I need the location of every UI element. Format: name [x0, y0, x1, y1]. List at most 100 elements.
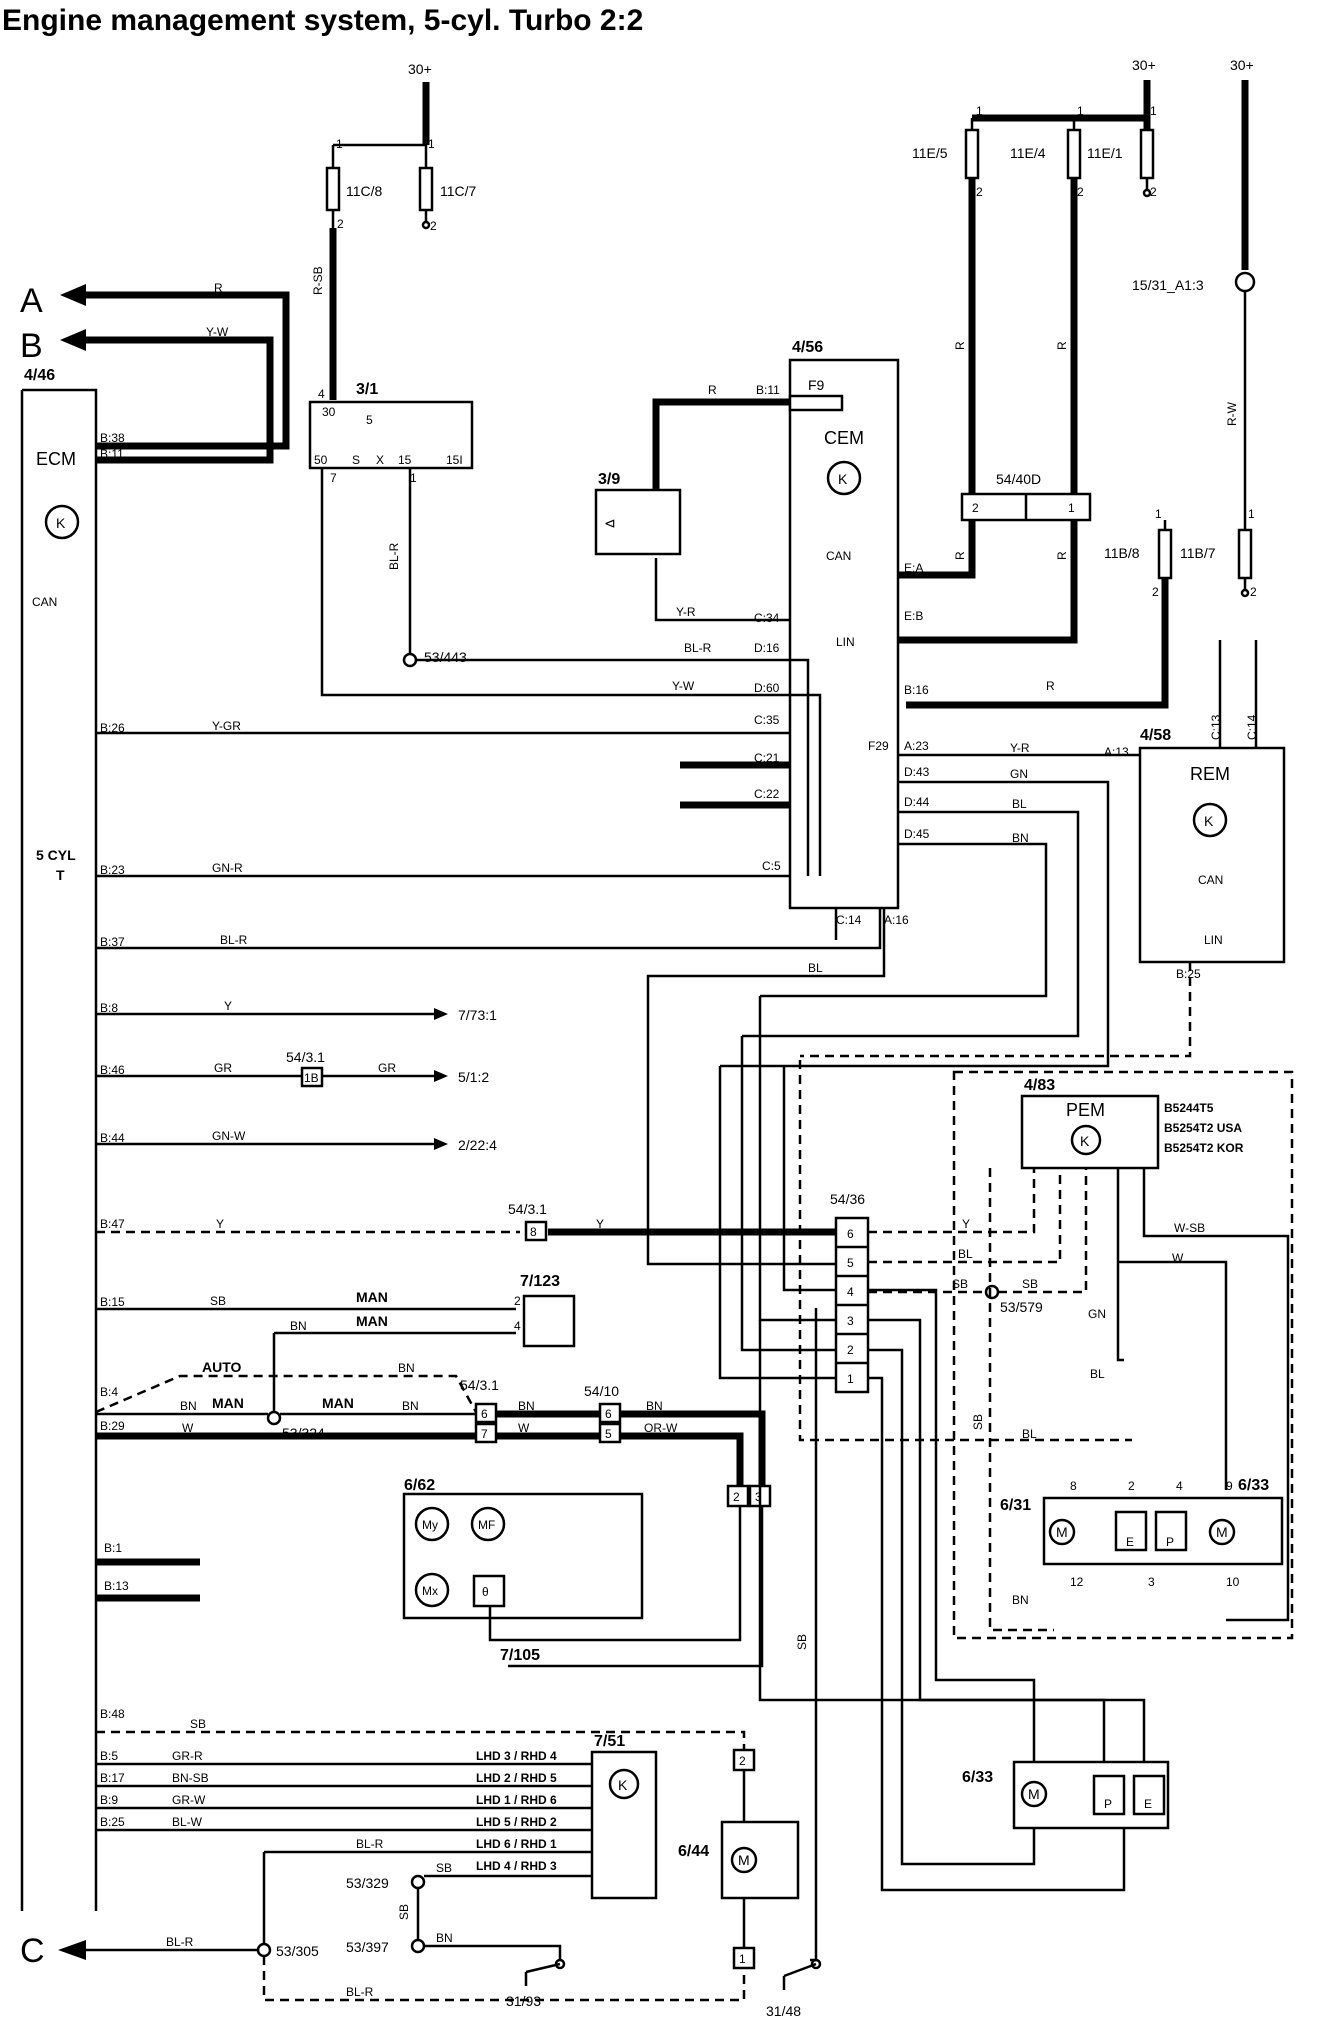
ecm-variant-1: 5 CYL [36, 847, 76, 863]
ref-c: C [20, 1932, 45, 1970]
svg-text:SB: SB [210, 1294, 226, 1308]
dest-2-22-4: 2/22:4 [458, 1137, 497, 1153]
svg-text:BL: BL [1022, 1427, 1037, 1441]
svg-text:53/305: 53/305 [276, 1943, 319, 1959]
ecm-can-label: CAN [32, 595, 57, 609]
connector-54-36: 54/36 6 5 4 3 2 1 Y BL 53/579 SB SB [718, 996, 1088, 1394]
svg-text:B5254T2 USA: B5254T2 USA [1164, 1121, 1242, 1135]
svg-text:Y: Y [216, 1217, 224, 1231]
svg-text:BN: BN [646, 1399, 663, 1413]
fuse-11e5: 11E/5 [912, 145, 948, 161]
svg-text:K: K [618, 1777, 628, 1793]
svg-text:30: 30 [322, 405, 336, 419]
svg-text:C:22: C:22 [754, 787, 780, 801]
svg-text:D:43: D:43 [904, 765, 930, 779]
cem-module-icon [826, 460, 862, 496]
svg-text:BL-R: BL-R [684, 641, 712, 655]
svg-text:4: 4 [318, 387, 325, 401]
svg-text:BN: BN [436, 1931, 453, 1945]
svg-text:GN-W: GN-W [212, 1129, 246, 1143]
cem-right-wires: Y-R GN BL BN BL R [646, 679, 1140, 1266]
ref-a: A [20, 282, 43, 320]
svg-text:LHD 6 / RHD 1: LHD 6 / RHD 1 [476, 1837, 557, 1851]
svg-text:MAN: MAN [322, 1395, 354, 1411]
svg-text:K: K [1080, 1133, 1090, 1149]
ecm-pin-b46: B:46 [100, 1063, 125, 1077]
svg-text:31/48: 31/48 [766, 2003, 801, 2019]
svg-text:2: 2 [514, 1294, 521, 1308]
svg-text:5: 5 [605, 1427, 612, 1441]
svg-text:Y-GR: Y-GR [212, 719, 241, 733]
svg-text:Y: Y [596, 1217, 604, 1231]
svg-text:1: 1 [336, 137, 343, 151]
svg-text:M: M [1028, 1786, 1040, 1802]
svg-text:5: 5 [366, 413, 373, 427]
lower-left-cluster: SB MAN 7/123 24 BN MAN 53/324 AUTO BN BN… [95, 1273, 772, 1668]
svg-text:7: 7 [330, 471, 337, 485]
ecm-pin-b9: B:9 [100, 1793, 118, 1807]
ecm-pin-b8: B:8 [100, 1001, 118, 1015]
twisted-pair-b1-b13 [96, 1558, 200, 1602]
svg-text:2: 2 [972, 501, 979, 515]
pem-module-icon [1070, 1124, 1102, 1156]
svg-text:GR: GR [378, 1061, 396, 1075]
svg-text:A:23: A:23 [904, 739, 929, 753]
svg-text:LHD 5 / RHD 2: LHD 5 / RHD 2 [476, 1815, 557, 1829]
svg-text:6/44: 6/44 [678, 1843, 709, 1860]
svg-text:6/62: 6/62 [404, 1477, 435, 1494]
rem-name: REM [1190, 764, 1230, 784]
svg-text:2: 2 [1150, 185, 1157, 199]
ecm-pin-b37: B:37 [100, 935, 125, 949]
svg-text:W: W [182, 1421, 194, 1435]
svg-text:54/10: 54/10 [584, 1383, 619, 1399]
wire-rsb: R-SB [311, 266, 325, 295]
switch-3-9-id: 3/9 [598, 471, 620, 488]
ecm-outgoing: Y 7/73:1 1B 54/3.1 GR GR 5/1:2 GN-W 2/22… [96, 999, 836, 1242]
svg-text:E:B: E:B [904, 609, 923, 623]
ecm-pin-b25: B:25 [100, 1815, 125, 1829]
svg-text:K: K [1204, 813, 1214, 829]
svg-text:Y-R: Y-R [676, 605, 696, 619]
dest-7-73-1: 7/73:1 [458, 1007, 497, 1023]
svg-text:1: 1 [410, 471, 417, 485]
svg-text:6/31: 6/31 [1000, 1497, 1031, 1514]
svg-text:LHD 1 / RHD 6: LHD 1 / RHD 6 [476, 1793, 557, 1807]
svg-text:⊲: ⊲ [604, 515, 616, 531]
ecm-pin-b15: B:15 [100, 1295, 125, 1309]
supply-30-b: 30+ [1132, 57, 1156, 73]
svg-text:6/33: 6/33 [1238, 1477, 1269, 1494]
svg-text:SB: SB [397, 1904, 411, 1920]
ecm-pin-b23: B:23 [100, 863, 125, 877]
svg-text:53/397: 53/397 [346, 1939, 389, 1955]
svg-text:C:35: C:35 [754, 713, 780, 727]
svg-text:BL-R: BL-R [166, 1935, 194, 1949]
svg-text:BN: BN [1012, 1593, 1029, 1607]
supply-30-a: 30+ [408, 61, 432, 77]
svg-text:BL: BL [1090, 1367, 1105, 1381]
svg-text:1: 1 [739, 1952, 746, 1966]
svg-text:P: P [1104, 1797, 1112, 1811]
svg-text:9: 9 [1226, 1479, 1233, 1493]
svg-text:4: 4 [847, 1285, 854, 1299]
ecm-name: ECM [36, 449, 76, 469]
svg-text:M: M [738, 1852, 750, 1868]
cem-lin-label: LIN [836, 635, 855, 649]
ref-arrows [58, 284, 290, 1960]
svg-text:R: R [953, 341, 967, 350]
svg-text:B:25: B:25 [1176, 967, 1201, 981]
svg-text:SB: SB [795, 1634, 809, 1650]
switch-3-9: 3/9 ⊲ [594, 398, 790, 622]
dest-5-1-2: 5/1:2 [458, 1069, 489, 1085]
svg-text:3: 3 [755, 1490, 762, 1504]
svg-text:LHD 3 / RHD 4: LHD 3 / RHD 4 [476, 1749, 557, 1763]
svg-text:2: 2 [337, 217, 344, 231]
svg-text:6: 6 [847, 1227, 854, 1241]
svg-text:1: 1 [1150, 104, 1157, 118]
svg-text:GR-W: GR-W [172, 1793, 206, 1807]
svg-text:54/3.1: 54/3.1 [508, 1201, 547, 1217]
svg-text:S: S [352, 453, 360, 467]
svg-text:E: E [1144, 1797, 1152, 1811]
svg-text:W: W [518, 1421, 530, 1435]
